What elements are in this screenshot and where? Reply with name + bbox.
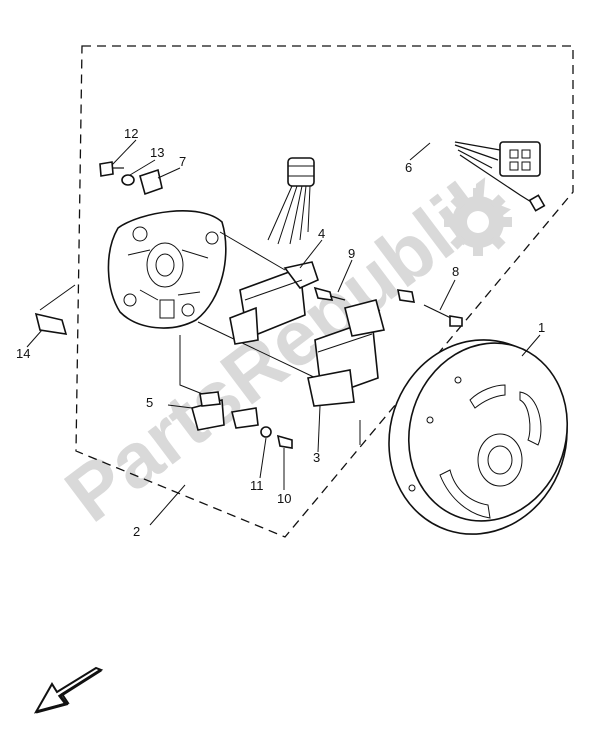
source-coil bbox=[229, 261, 319, 345]
callout-12: 12 bbox=[124, 126, 138, 141]
callout-leaders bbox=[26, 139, 541, 526]
callout-1: 1 bbox=[538, 320, 545, 335]
callout-11: 11 bbox=[250, 478, 264, 493]
front-arrow-icon bbox=[33, 666, 104, 714]
leader-lines bbox=[179, 231, 381, 445]
callout-5: 5 bbox=[146, 395, 153, 410]
fasteners bbox=[34, 161, 463, 449]
stator-base-plate bbox=[107, 210, 227, 329]
callout-9: 9 bbox=[348, 246, 355, 261]
callout-4: 4 bbox=[318, 226, 325, 241]
callout-13: 13 bbox=[150, 145, 164, 160]
wire-harness bbox=[267, 88, 546, 245]
callout-2: 2 bbox=[133, 524, 140, 539]
rotor-flywheel bbox=[388, 339, 569, 535]
gear-icon bbox=[444, 188, 512, 256]
callout-8: 8 bbox=[452, 264, 459, 279]
callout-7: 7 bbox=[179, 154, 186, 169]
callout-6: 6 bbox=[405, 160, 412, 175]
callout-labels: 12 13 7 4 9 6 8 1 14 5 3 11 10 2 bbox=[16, 126, 545, 539]
callout-10: 10 bbox=[277, 491, 291, 506]
callout-14: 14 bbox=[16, 346, 30, 361]
pulser-coil bbox=[307, 299, 385, 407]
callout-3: 3 bbox=[313, 450, 320, 465]
lighting-coil-bracket bbox=[191, 391, 259, 431]
